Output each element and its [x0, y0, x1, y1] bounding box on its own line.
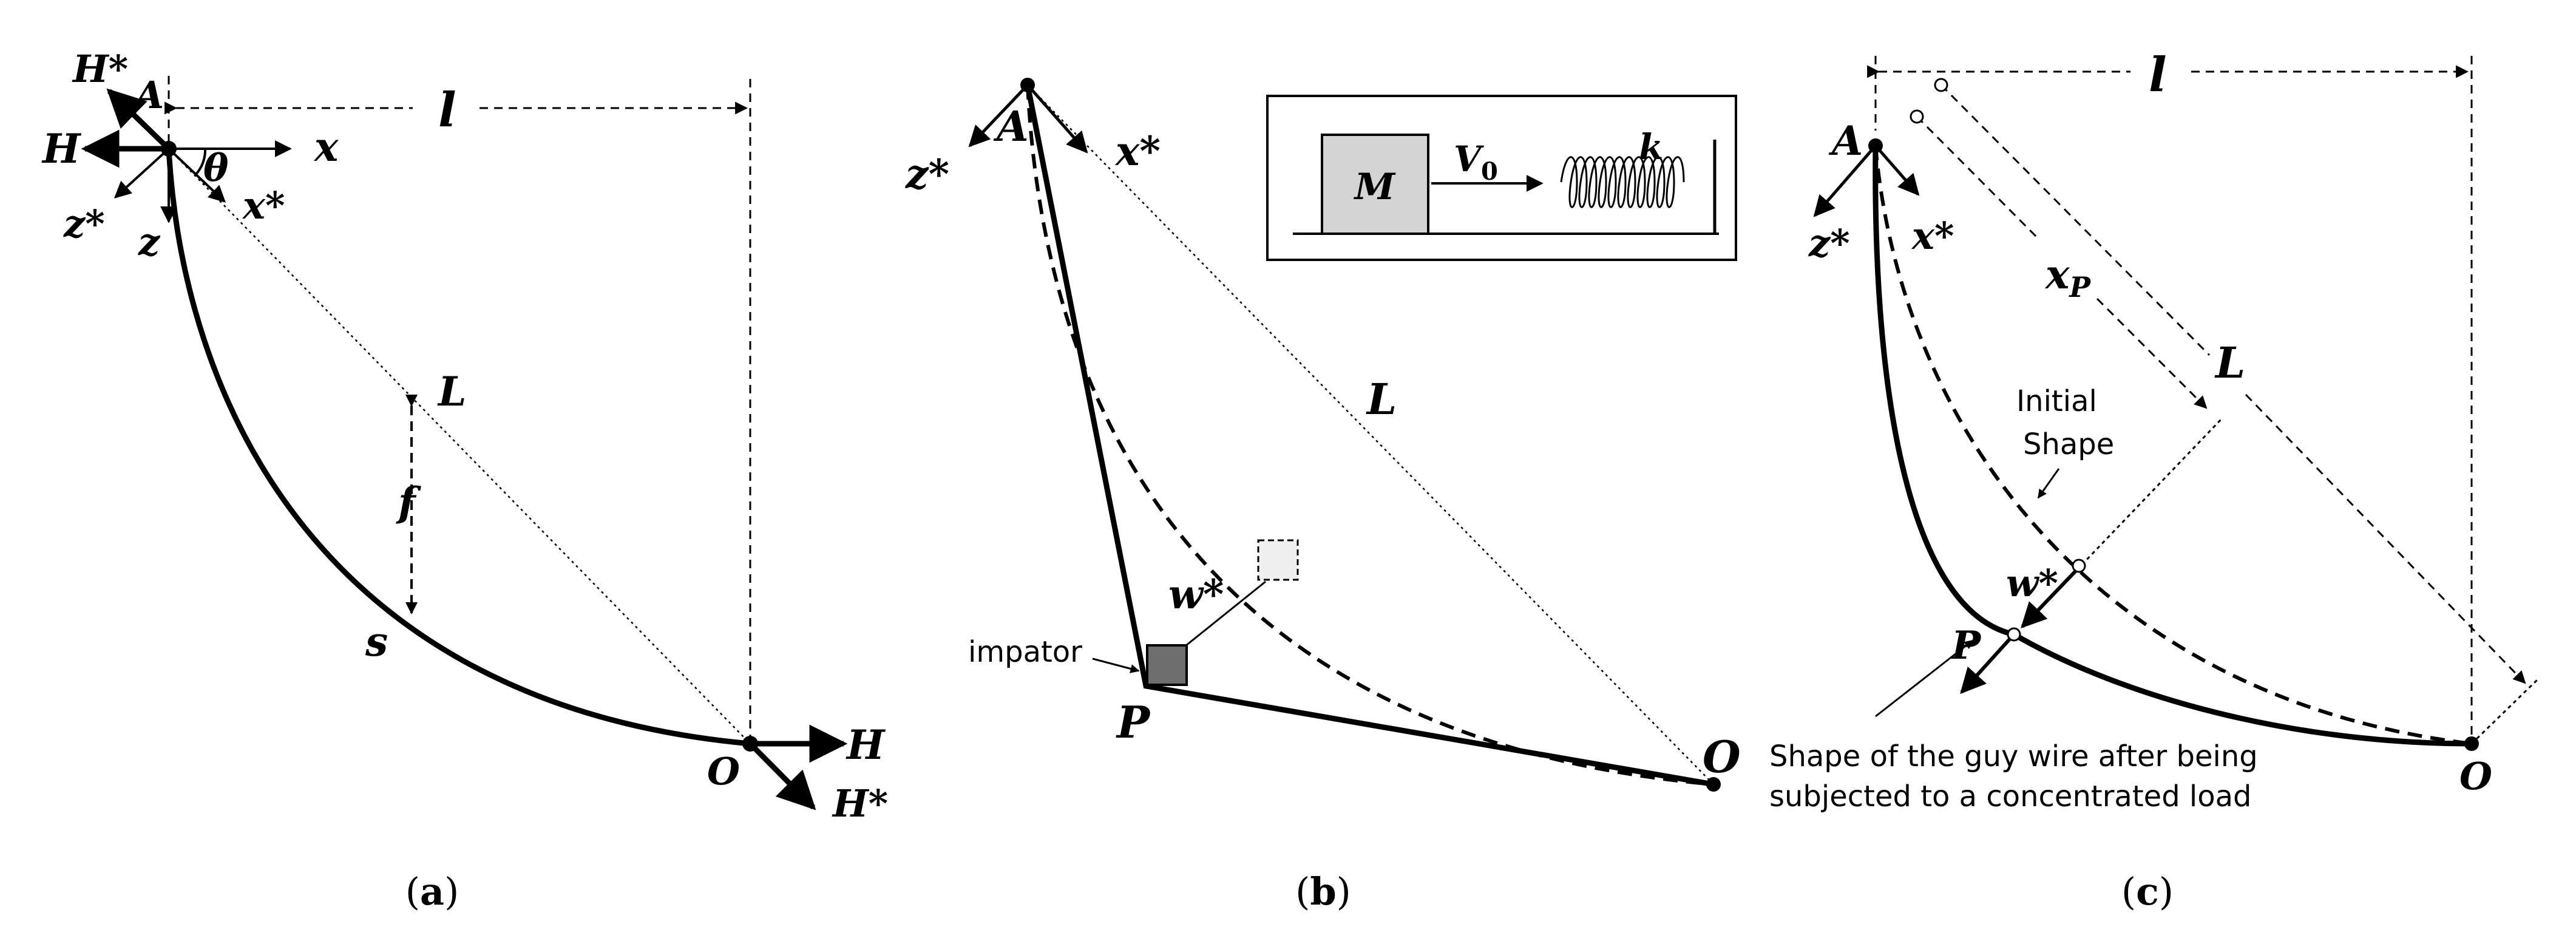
caption-b: (b) [1295, 869, 1351, 914]
inset-label-V0: V0 [1454, 138, 1498, 186]
node-O [742, 736, 758, 752]
node-A [161, 141, 177, 157]
label-f: f [396, 478, 421, 526]
label-z-star: z* [1808, 221, 1850, 265]
label-w-star: w* [1168, 571, 1224, 618]
label-x-star: x* [1911, 214, 1954, 258]
label-L: L [1366, 374, 1397, 424]
label-P: P [1116, 696, 1151, 748]
initial-shape-curve [1874, 145, 2472, 746]
label-O: O [1703, 731, 1741, 783]
label-initial-shape-line2: Shape [2023, 427, 2114, 461]
L-dimension-line [1940, 84, 2211, 356]
label-H-star-top: H* [72, 47, 128, 91]
annotation-pointer [1875, 639, 1974, 718]
label-w-star: w* [2006, 561, 2058, 605]
L-dimension-line-lower [2245, 393, 2526, 684]
caption-a: (a) [405, 869, 459, 914]
point-initial [2072, 559, 2086, 573]
node-O [2464, 736, 2479, 751]
inset-spring [1560, 156, 1685, 208]
axis-x-star [1026, 84, 1088, 154]
label-z-star: z* [63, 202, 105, 246]
label-H-right: H [846, 721, 886, 769]
label-z: z [138, 220, 161, 264]
label-A: A [1828, 117, 1863, 165]
label-A: A [993, 103, 1029, 151]
inset-label-M: M [1354, 166, 1396, 208]
impactor-pointer [1092, 657, 1140, 673]
L-dimension-origin [1934, 78, 1948, 92]
label-theta: θ [203, 146, 229, 190]
chord-line [168, 148, 751, 744]
xP-dimension-origin [1910, 109, 1924, 124]
impactor-final [1146, 644, 1188, 686]
label-impactor: impator [968, 635, 1082, 669]
inset-label-k: k [1639, 126, 1663, 168]
label-H-star-bottom: H* [832, 781, 888, 826]
displacement-line [1182, 580, 1266, 650]
axis-x-star [1874, 144, 1920, 196]
axis-z-star [968, 84, 1029, 148]
label-z-star: z* [905, 151, 949, 198]
label-s: s [365, 618, 388, 665]
label-x-P: xP [2044, 251, 2091, 304]
panel-c: l A z* x* xP L Initial Shape w* P [1769, 47, 2538, 914]
inset-mass-block [1321, 134, 1429, 235]
node-O [1706, 777, 1721, 792]
displacement-arrow [2021, 566, 2081, 629]
panel-b: M V0 k w* impator A z* x* L P O (b) [905, 78, 1741, 914]
axis-z-star [1813, 144, 1877, 217]
label-A: A [132, 73, 164, 117]
xP-end-tick [2081, 418, 2223, 566]
label-l: l [438, 83, 456, 138]
label-initial-shape-line1: Initial [2016, 384, 2097, 418]
label-L: L [437, 368, 466, 415]
label-O: O [707, 749, 740, 793]
xP-dimension-line-lower [2096, 297, 2208, 409]
caption-c: (c) [2121, 869, 2174, 914]
label-x-star: x* [242, 183, 285, 228]
label-x-star: x* [1114, 127, 1161, 175]
label-annotation-line1: Shape of the guy wire after being [1769, 739, 2258, 773]
load-arrow [1960, 633, 2016, 695]
label-H-left: H [41, 125, 82, 172]
node-A [1868, 138, 1883, 153]
label-x: x [313, 123, 339, 171]
label-l: l [2149, 47, 2167, 103]
arrow-H-star-bottom [748, 741, 816, 810]
theta-arc [194, 148, 207, 176]
point-P [2007, 627, 2021, 642]
L-end-tick [2470, 679, 2538, 745]
initial-shape-pointer [2037, 468, 2060, 499]
node-A [1020, 78, 1035, 92]
panel-a: l L f s H* A H θ x z* x* z O H H* (a) [41, 47, 888, 914]
axis-z-star [114, 148, 170, 199]
arrow-H-star-top [106, 88, 171, 151]
label-O: O [2459, 754, 2492, 798]
label-annotation-line2: subjected to a concentrated load [1769, 780, 2252, 814]
label-L: L [2214, 338, 2245, 388]
cable-curve [166, 148, 751, 747]
impactor-initial [1257, 539, 1299, 581]
